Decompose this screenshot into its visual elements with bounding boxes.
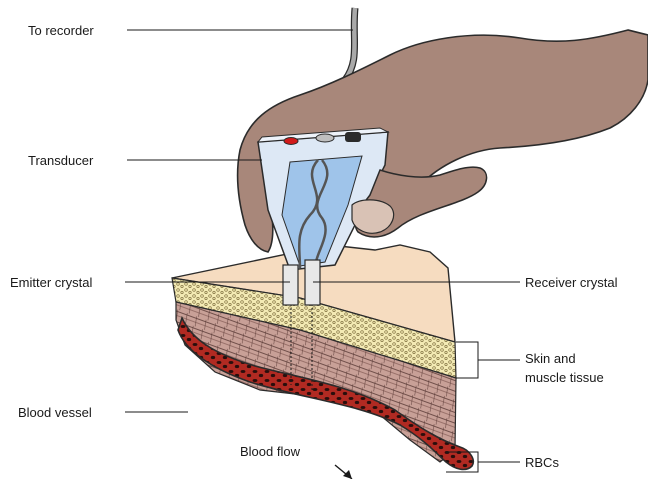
knob-icon (345, 132, 361, 142)
emitter-crystal (283, 265, 298, 305)
label-blood-flow: Blood flow (240, 444, 301, 459)
thumbnail (352, 200, 394, 233)
red-indicator-button (284, 138, 298, 145)
cable-connector (316, 134, 334, 142)
label-muscle-tissue: muscle tissue (525, 370, 604, 385)
label-receiver-crystal: Receiver crystal (525, 275, 618, 290)
label-transducer: Transducer (28, 153, 94, 168)
blood-flow-arrow-icon (335, 465, 352, 479)
label-to-recorder: To recorder (28, 23, 94, 38)
label-skin-and: Skin and (525, 351, 576, 366)
label-rbcs: RBCs (525, 455, 559, 470)
label-emitter-crystal: Emitter crystal (10, 275, 92, 290)
label-blood-vessel: Blood vessel (18, 405, 92, 420)
